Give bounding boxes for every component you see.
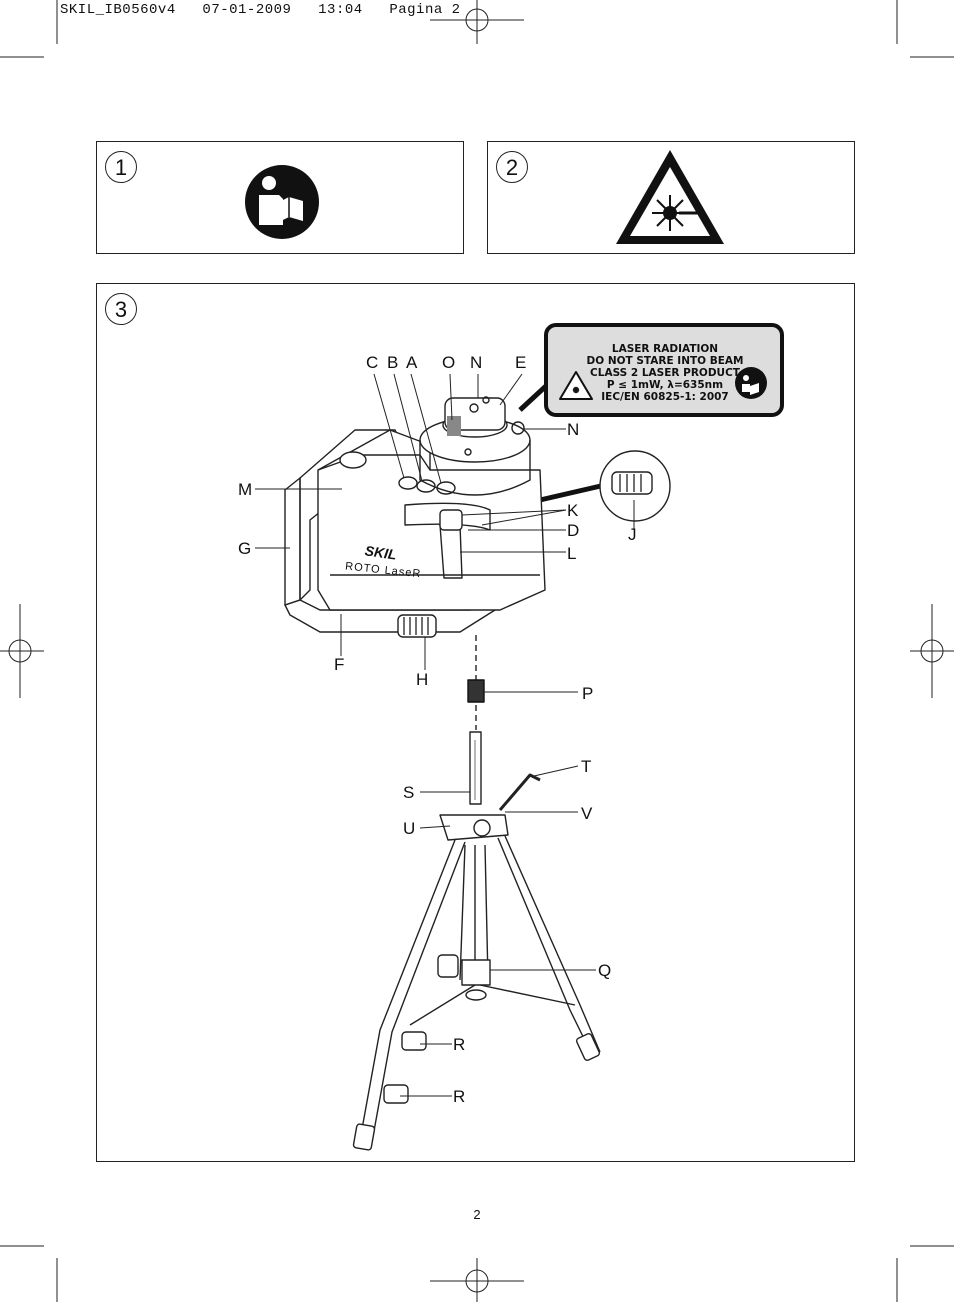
callout-labels: C B A O N E N M K D L J G F H P T S V U … [238,353,637,1106]
laser-label-line: IEC/EN 60825-1: 2007 [601,391,729,403]
callout-U: U [403,819,415,838]
figure-number: 1 [105,151,137,183]
callout-J: J [628,525,637,544]
laser-label-text: LASER RADIATION DO NOT STARE INTO BEAM C… [587,343,744,403]
laser-warning-icon [616,150,724,244]
callout-N: N [470,353,482,372]
callout-T: T [581,757,591,776]
laser-label-line: P ≤ 1mW, λ=635nm [607,379,723,391]
callout-O: O [442,353,455,372]
registration-mark-bottom [430,1258,524,1302]
page-number: 2 [473,1207,481,1222]
callout-G: G [238,539,251,558]
callout-N: N [567,420,579,439]
callout-R: R [453,1087,465,1106]
callout-K: K [567,501,579,520]
callout-S: S [403,783,414,802]
callout-V: V [581,804,593,823]
laser-label-line: CLASS 2 LASER PRODUCT [590,367,741,379]
callout-B: B [387,353,398,372]
registration-mark-left [0,604,44,698]
read-manual-icon [245,165,319,239]
callout-D: D [567,521,579,540]
callout-P: P [582,684,593,703]
callout-L: L [567,544,576,563]
figure-1-box: 1 [96,141,464,254]
registration-mark-right [910,604,954,698]
figure-number: 2 [496,151,528,183]
callout-E: E [515,353,526,372]
laser-warning-label [544,323,784,417]
callout-Q: Q [598,961,611,980]
callout-A: A [406,353,418,372]
brand-text: SKIL [364,542,398,562]
laser-label-line: LASER RADIATION [612,343,718,355]
callout-M: M [238,480,252,499]
callout-C: C [366,353,378,372]
callout-H: H [416,670,428,689]
callout-R: R [453,1035,465,1054]
callout-F: F [334,655,344,674]
figure-number: 3 [105,293,137,325]
figure-2-box: 2 [487,141,855,254]
print-slug: SKIL_IB0560v4 07-01-2009 13:04 Pagina 2 [60,2,461,18]
figure-3-box: 3 [96,283,855,1162]
laser-label-line: DO NOT STARE INTO BEAM [587,355,744,367]
registration-mark-top [430,0,524,44]
